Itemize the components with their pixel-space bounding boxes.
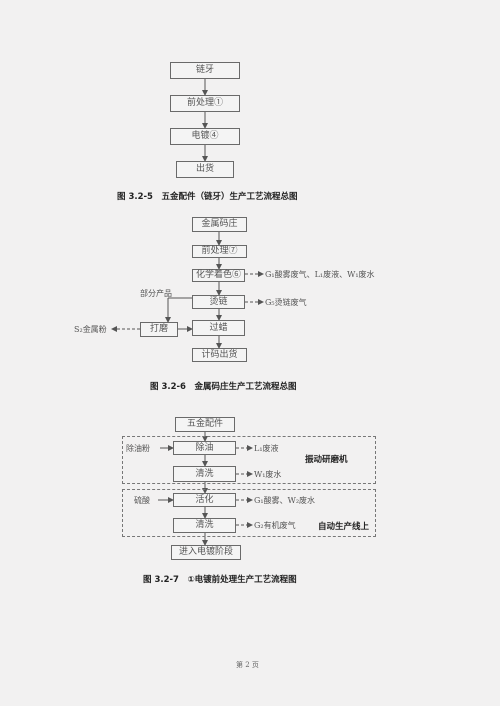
- fig5-step-4: 出货: [176, 161, 234, 178]
- fig7-out-activate: G₁酸雾、W₂废水: [254, 496, 316, 505]
- fig6-parts-label: 部分产品: [140, 289, 172, 298]
- fig6-out-color: G₁酸雾废气、L₁废液、W₁废水: [265, 270, 375, 279]
- fig6-step-6: 计码出货: [192, 348, 247, 362]
- fig7-step-6: 进入电镀阶段: [171, 545, 241, 560]
- fig7-step-3: 清洗: [173, 466, 236, 482]
- page-footer: 第 2 页: [236, 661, 259, 669]
- fig7-out-wash2: G₂有机废气: [254, 521, 296, 530]
- fig6-step-3: 化学着色⑥: [192, 269, 245, 282]
- fig6-step-2: 前处理⑦: [192, 245, 247, 258]
- fig6-step-5: 过蜡: [192, 320, 245, 336]
- fig6-out-s2: S₂金属粉: [74, 325, 107, 334]
- fig7-step-4: 活化: [173, 493, 236, 507]
- fig5-step-3: 电镀④: [170, 128, 240, 145]
- fig6-out-iron: G₅烫链废气: [265, 298, 307, 307]
- fig7-group1-label: 振动研磨机: [305, 455, 348, 465]
- fig7-in-degrease: 除油粉: [126, 444, 150, 453]
- fig6-step-1: 金属码庄: [192, 217, 247, 232]
- fig6-grind: 打磨: [140, 322, 178, 337]
- fig7-group-2: [122, 489, 376, 537]
- fig7-group-1: [122, 436, 376, 484]
- fig6-step-4: 烫链: [192, 295, 245, 309]
- fig6-caption: 图 3.2-6 金属码庄生产工艺流程总图: [150, 382, 297, 392]
- fig7-step-2: 除油: [173, 441, 236, 455]
- fig7-out-degrease: L₁废液: [254, 444, 279, 453]
- fig5-caption: 图 3.2-5 五金配件（链牙）生产工艺流程总图: [117, 192, 298, 202]
- fig7-caption: 图 3.2-7 ①电镀前处理生产工艺流程图: [143, 575, 297, 585]
- fig7-step-5: 清洗: [173, 518, 236, 533]
- fig7-group2-label: 自动生产线上: [318, 522, 370, 532]
- fig7-step-1: 五金配件: [175, 417, 235, 432]
- fig5-step-1: 链牙: [170, 62, 240, 79]
- fig5-step-2: 前处理①: [170, 95, 240, 112]
- fig7-in-acid: 硫酸: [134, 496, 150, 505]
- fig7-out-wash1: W₁废水: [254, 470, 282, 479]
